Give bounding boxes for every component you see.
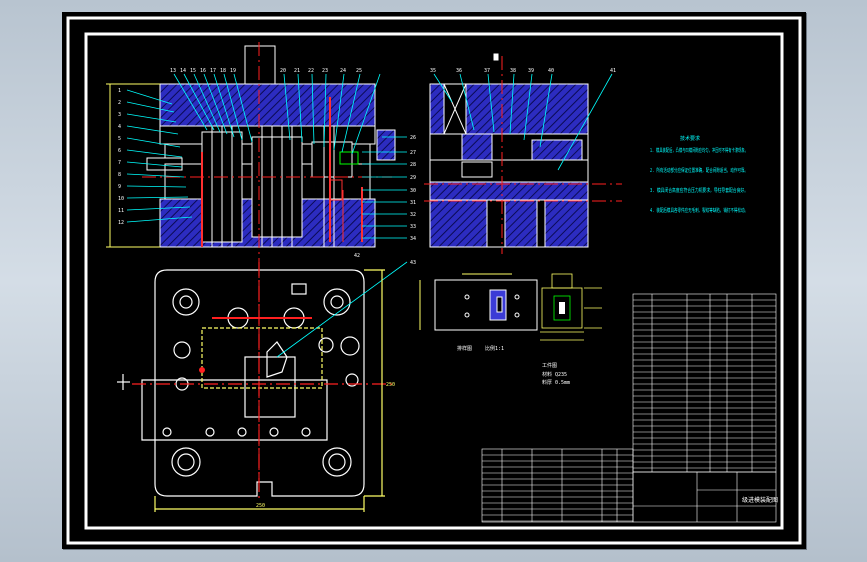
drawing-sheet: 13 14 15 16 17 18 19 20 21 22 23 24 25 1…: [66, 16, 802, 545]
balloon-label: 27: [410, 150, 416, 156]
note-line: 3. 模具闭合高度应符合压力机要求，导柱导套配合良好。: [650, 187, 748, 194]
note-line: 1. 模具装配后，凸模与凹模间隙应均匀，冲压时不得有卡滞现象。: [650, 147, 748, 154]
strip-layout-scale: 比例1:1: [485, 345, 504, 352]
balloon-label: 25: [356, 68, 362, 74]
front-view-balloons: 13 14 15 16 17 18 19 20 21 22 23 24 25 1…: [118, 68, 416, 259]
balloon-label: 41: [610, 68, 616, 74]
balloon-label: 31: [410, 200, 416, 206]
balloon-label: 26: [410, 135, 416, 141]
strip-layout-labels: 排样图 比例1:1: [457, 345, 504, 352]
balloon-label: 21: [294, 68, 300, 74]
balloon-label: 32: [410, 212, 416, 218]
balloon-label: 24: [340, 68, 346, 74]
balloon-label: 30: [410, 188, 416, 194]
inner-frame: [84, 32, 784, 530]
balloon-label: 15: [190, 68, 196, 74]
side-view-balloons: 35 36 37 38 39 40 41: [430, 68, 616, 74]
height-dimension: 250: [386, 382, 395, 388]
balloon-label: 35: [430, 68, 436, 74]
plan-view: [117, 261, 408, 512]
balloon-label: 36: [456, 68, 462, 74]
balloon-label: 1: [118, 88, 121, 94]
balloon-label: 19: [230, 68, 236, 74]
balloon-label: 7: [118, 160, 121, 166]
balloon-label: 42: [354, 253, 360, 259]
note-line: 4. 装配后模具各零件应无毛刺、裂纹等缺陷，销钉不得松动。: [650, 207, 748, 214]
balloon-label: 2: [118, 100, 121, 106]
balloon-label: 3: [118, 112, 121, 118]
balloon-label: 33: [410, 224, 416, 230]
notes-title: 技术要求: [680, 135, 700, 142]
balloon-label: 20: [280, 68, 286, 74]
balloon-label: 28: [410, 162, 416, 168]
balloon-label: 39: [528, 68, 534, 74]
balloon-label: 34: [410, 236, 416, 242]
part-material: 材料 Q235: [542, 371, 567, 378]
balloon-label: 4: [118, 124, 121, 130]
balloon-label: 38: [510, 68, 516, 74]
balloon-label: 29: [410, 175, 416, 181]
part-title: 工件图: [542, 362, 557, 369]
balloon-label: 40: [548, 68, 554, 74]
part-thickness: 料厚 0.5mm: [542, 379, 570, 386]
balloon-label: 22: [308, 68, 314, 74]
balloon-label: 16: [200, 68, 206, 74]
drawing-name: 级进模装配图: [742, 496, 778, 504]
technical-notes: 技术要求 1. 模具装配后，凸模与凹模间隙应均匀，冲压时不得有卡滞现象。 2. …: [650, 135, 748, 214]
plan-view-labels: 43 250 250: [256, 260, 416, 509]
cad-viewport[interactable]: 13 14 15 16 17 18 19 20 21 22 23 24 25 1…: [62, 12, 806, 549]
strip-layout-title: 排样图: [457, 345, 472, 352]
balloon-label: 43: [410, 260, 416, 266]
part-detail-view: [540, 273, 602, 341]
width-dimension: 250: [256, 503, 265, 509]
front-section-view: [106, 42, 407, 492]
balloon-label: 14: [180, 68, 186, 74]
balloon-label: 10: [118, 196, 124, 202]
balloon-label: 11: [118, 208, 124, 214]
strip-layout-view: [419, 273, 538, 331]
balloon-label: 8: [118, 172, 121, 178]
balloon-label: 23: [322, 68, 328, 74]
parts-list: [481, 293, 777, 523]
outer-frame: [66, 16, 802, 545]
side-section-view: [424, 53, 622, 254]
part-detail-labels: 工件图 材料 Q235 料厚 0.5mm: [542, 362, 570, 386]
balloon-label: 6: [118, 148, 121, 154]
balloon-label: 9: [118, 184, 121, 190]
balloon-label: 18: [220, 68, 226, 74]
balloon-label: 17: [210, 68, 216, 74]
balloon-label: 12: [118, 220, 124, 226]
balloon-label: 13: [170, 68, 176, 74]
balloon-label: 5: [118, 136, 121, 142]
balloon-label: 37: [484, 68, 490, 74]
note-line: 2. 所有活动部分应保证位置准确，配合间隙适当，动作可靠。: [650, 167, 748, 174]
